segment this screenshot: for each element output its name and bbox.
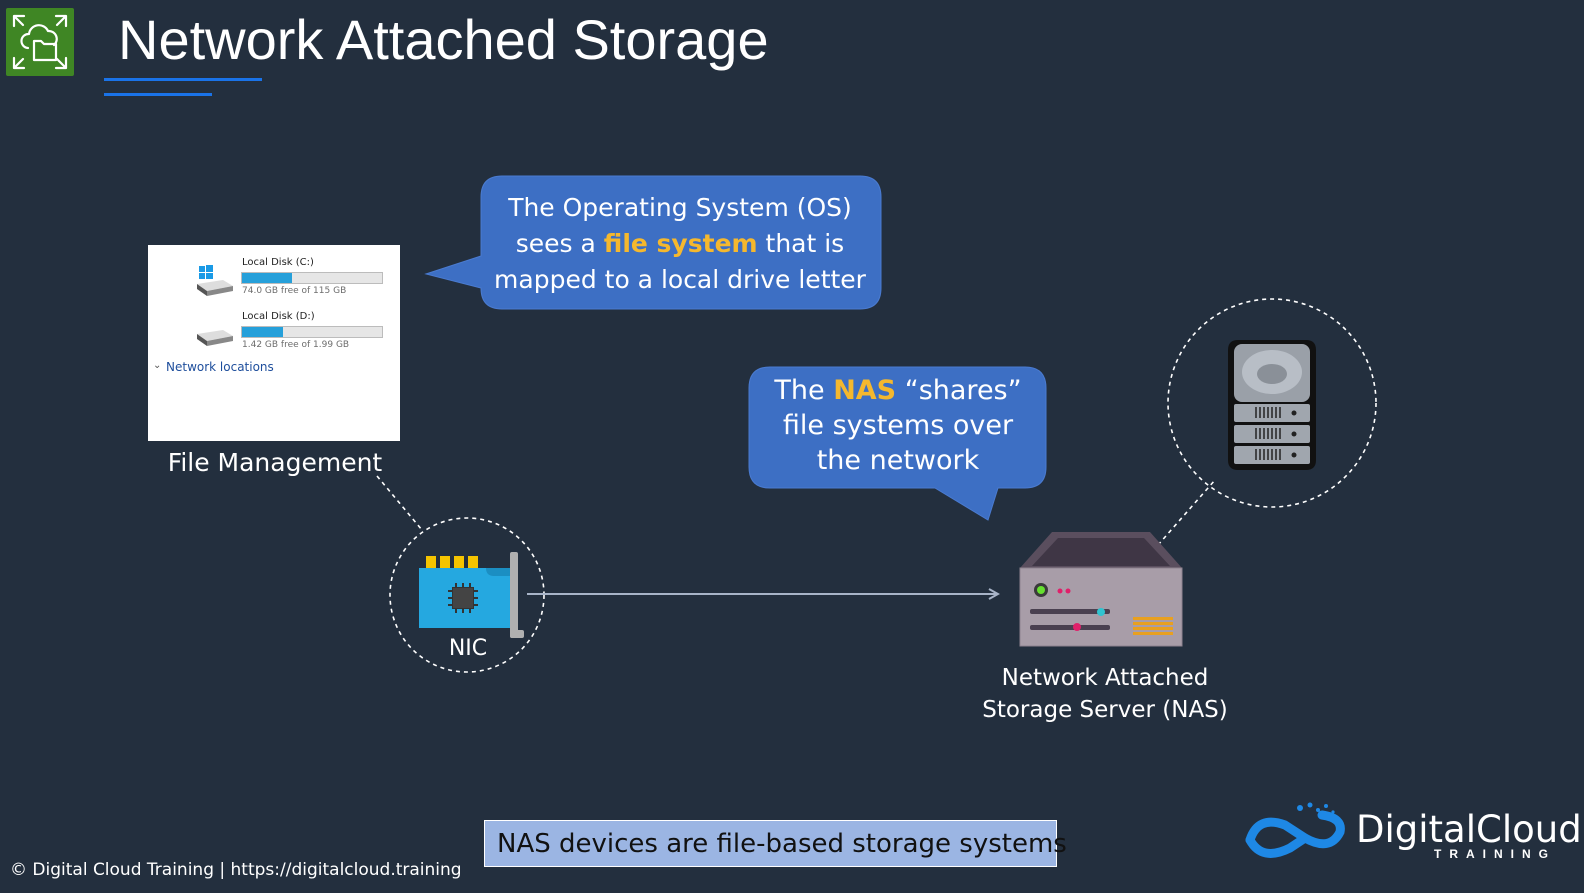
nas-bubble-line1-pre: The [774, 375, 834, 406]
disk-row-d[interactable]: Local Disk (D:) 1.42 GB free of 1.99 GB [148, 304, 400, 354]
logo-tagline: TRAINING [1434, 847, 1556, 861]
disk-usage-fill [242, 273, 293, 283]
nic-card-icon [419, 552, 524, 638]
nas-bubble-text: The NAS “shares” file systems over the n… [750, 373, 1046, 478]
nas-bubble-line2: file systems over [782, 410, 1014, 441]
disk-usage-bar [241, 326, 383, 338]
summary-callout-box: NAS devices are file-based storage syste… [484, 820, 1067, 867]
file-management-label: File Management [167, 448, 383, 477]
nas-bubble-line1: The NAS “shares” [750, 373, 1046, 408]
nas-speech-bubble [748, 366, 1047, 521]
disk-name: Local Disk (D:) [242, 311, 315, 322]
drive-icon [197, 330, 233, 346]
os-bubble-line2: sees a file system that is [480, 226, 880, 262]
logo-dots [1297, 802, 1335, 814]
summary-callout-text: NAS devices are file-based storage syste… [497, 829, 1067, 859]
disk-circle [1167, 298, 1377, 508]
cloud-storage-icon [6, 8, 74, 76]
os-bubble-line1: The Operating System (OS) [508, 193, 852, 222]
page-title: Network Attached Storage [118, 8, 769, 71]
disk-name: Local Disk (C:) [242, 257, 314, 268]
nas-server-icon [1019, 532, 1183, 647]
os-bubble-line3: mapped to a local drive letter [494, 265, 866, 294]
nas-bubble-line3: the network [816, 445, 980, 476]
nas-highlight: NAS [833, 375, 897, 406]
file-manager-window: Local Disk (C:) 74.0 GB free of 115 GB L… [148, 245, 400, 441]
nas-label-line2: Storage Server (NAS) [982, 697, 1228, 723]
os-bubble-line2-post: that is [757, 229, 845, 258]
fm-to-nic-connector [376, 475, 423, 531]
file-system-highlight: file system [603, 229, 758, 258]
nas-to-disk-connector [1157, 479, 1216, 546]
disk-free-space: 74.0 GB free of 115 GB [242, 286, 347, 296]
disk-row-c[interactable]: Local Disk (C:) 74.0 GB free of 115 GB [148, 250, 400, 300]
nic-label: NIC [448, 636, 488, 661]
nas-label-line1: Network Attached [1001, 665, 1209, 691]
title-underline [104, 78, 262, 81]
disk-usage-fill [242, 327, 283, 337]
network-locations-link[interactable]: Network locations [166, 360, 274, 374]
os-bubble-text: The Operating System (OS) sees a file sy… [480, 190, 880, 298]
os-bubble-line2-pre: sees a [515, 229, 604, 258]
footer-text: © Digital Cloud Training | https://digit… [10, 860, 462, 880]
disk-free-space: 1.42 GB free of 1.99 GB [242, 340, 350, 350]
hard-disk-stack-icon [1228, 340, 1316, 470]
disk-usage-bar [241, 272, 383, 284]
nas-bubble-line1-post: “shares” [896, 375, 1022, 406]
logo-name: DigitalCloud [1356, 808, 1582, 851]
nas-label: Network Attached Storage Server (NAS) [960, 662, 1250, 726]
digitalcloud-logo-icon [1245, 810, 1345, 858]
windows-drive-icon [197, 265, 233, 296]
os-speech-bubble [424, 175, 882, 310]
chevron-down-icon[interactable]: ⌄ [153, 360, 162, 371]
title-underline-short [104, 93, 212, 96]
